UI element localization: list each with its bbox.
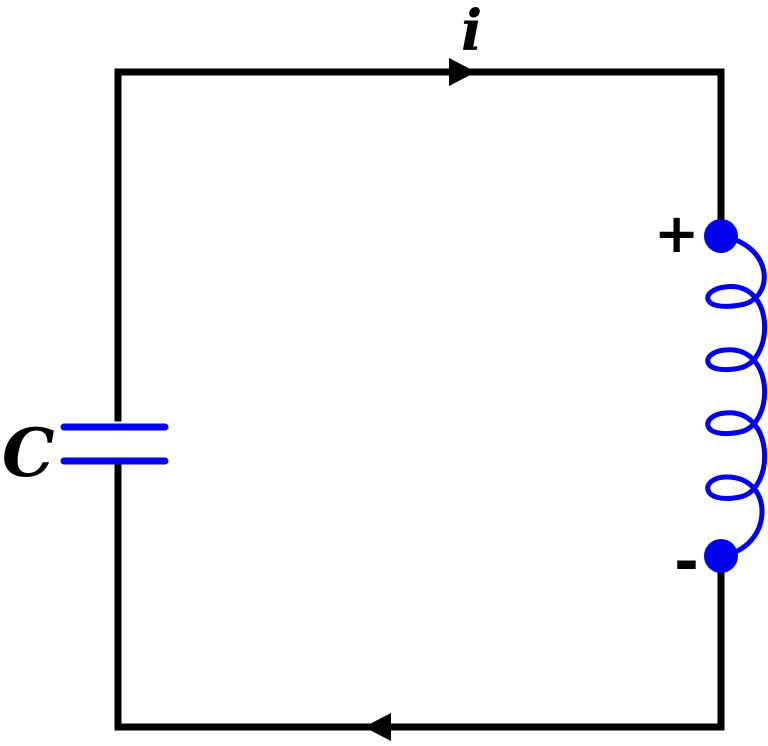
current-arrow-bottom <box>364 713 391 741</box>
wire-left-upper <box>114 68 725 422</box>
wires <box>114 68 725 731</box>
current-arrow-top <box>449 58 476 86</box>
inductor-terminal-top <box>704 219 738 253</box>
capacitor <box>60 423 169 465</box>
plus-sign: + <box>654 202 699 265</box>
inductor <box>704 219 768 573</box>
minus-sign: - <box>674 527 699 597</box>
capacitor-label: C <box>2 414 55 492</box>
wire-left-lower <box>114 458 725 731</box>
inductor-coil <box>705 233 768 559</box>
current-label: i <box>461 0 482 64</box>
inductor-terminal-bottom <box>704 539 738 573</box>
